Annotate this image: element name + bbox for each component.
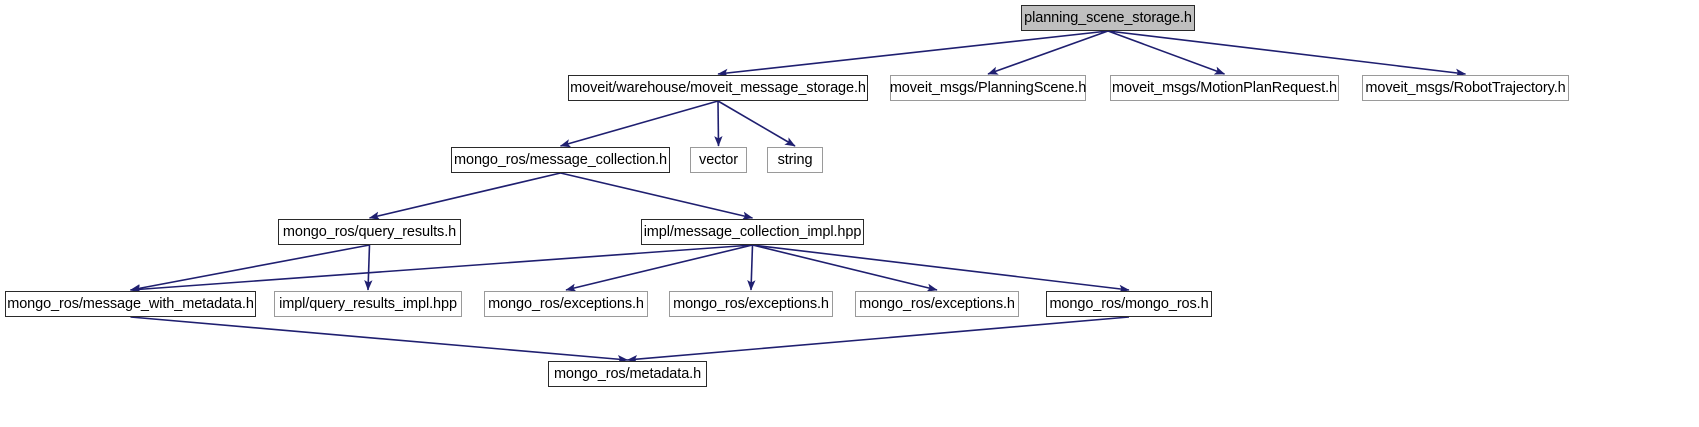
graph-node-label: impl/message_collection_impl.hpp [643, 223, 862, 240]
graph-edge-moveit_message_storage-to-vector [714, 100, 723, 147]
graph-node-label: mongo_ros/message_with_metadata.h [7, 295, 254, 312]
graph-node-message_collection_impl[interactable]: impl/message_collection_impl.hpp [641, 219, 864, 245]
graph-edge-query_results-to-message_with_metadata [129, 244, 370, 293]
graph-node-exceptions_2[interactable]: mongo_ros/exceptions.h [669, 291, 833, 317]
graph-node-label: mongo_ros/message_collection.h [454, 151, 668, 168]
graph-edge-planning_scene_storage-to-planning_scene_msg [987, 30, 1109, 75]
graph-edge-message_collection_impl-to-mongo_ros [752, 244, 1130, 293]
graph-node-label: impl/query_results_impl.hpp [279, 295, 457, 312]
graph-node-query_results[interactable]: mongo_ros/query_results.h [278, 219, 461, 245]
graph-edge-message_collection-to-query_results [368, 172, 561, 220]
graph-edge-moveit_message_storage-to-message_collection [559, 100, 719, 148]
graph-node-robot_trajectory_msg[interactable]: moveit_msgs/RobotTrajectory.h [1362, 75, 1569, 101]
graph-node-message_with_metadata[interactable]: mongo_ros/message_with_metadata.h [5, 291, 256, 317]
graph-edge-message_collection_impl-to-exceptions_2 [747, 244, 756, 291]
graph-node-label: moveit_msgs/RobotTrajectory.h [1365, 79, 1566, 96]
graph-edge-planning_scene_storage-to-motion_plan_request_msg [1107, 30, 1226, 75]
graph-node-exceptions_1[interactable]: mongo_ros/exceptions.h [484, 291, 648, 317]
graph-node-exceptions_3[interactable]: mongo_ros/exceptions.h [855, 291, 1019, 317]
graph-edge-message_collection_impl-to-exceptions_1 [565, 244, 753, 292]
graph-node-moveit_message_storage[interactable]: moveit/warehouse/moveit_message_storage.… [568, 75, 868, 101]
graph-node-string[interactable]: string [767, 147, 823, 173]
graph-edge-query_results-to-query_results_impl [364, 244, 373, 291]
graph-node-label: vector [699, 151, 738, 168]
graph-node-motion_plan_request_msg[interactable]: moveit_msgs/MotionPlanRequest.h [1110, 75, 1339, 101]
graph-node-label: moveit_msgs/PlanningScene.h [889, 79, 1087, 96]
graph-node-label: mongo_ros/query_results.h [282, 223, 457, 240]
graph-edge-message_with_metadata-to-metadata [130, 316, 629, 364]
graph-node-label: string [777, 151, 813, 168]
graph-node-label: planning_scene_storage.h [1024, 9, 1192, 26]
graph-node-query_results_impl[interactable]: impl/query_results_impl.hpp [274, 291, 462, 317]
graph-edge-message_collection-to-message_collection_impl [560, 172, 754, 220]
graph-node-label: mongo_ros/exceptions.h [488, 295, 644, 312]
graph-edge-message_collection_impl-to-message_with_metadata [129, 244, 753, 294]
graph-node-metadata[interactable]: mongo_ros/metadata.h [548, 361, 707, 387]
graph-edge-moveit_message_storage-to-string [717, 100, 796, 147]
graph-node-label: mongo_ros/exceptions.h [859, 295, 1015, 312]
graph-node-label: mongo_ros/exceptions.h [673, 295, 829, 312]
graph-edge-planning_scene_storage-to-robot_trajectory_msg [1107, 30, 1467, 77]
graph-node-planning_scene_msg[interactable]: moveit_msgs/PlanningScene.h [890, 75, 1086, 101]
graph-node-label: mongo_ros/metadata.h [553, 365, 702, 382]
graph-node-planning_scene_storage[interactable]: planning_scene_storage.h [1021, 5, 1195, 31]
graph-node-message_collection[interactable]: mongo_ros/message_collection.h [451, 147, 670, 173]
graph-node-label: mongo_ros/mongo_ros.h [1049, 295, 1209, 312]
graph-node-label: moveit_msgs/MotionPlanRequest.h [1112, 79, 1337, 96]
graph-node-vector[interactable]: vector [690, 147, 747, 173]
graph-edge-mongo_ros-to-metadata [626, 316, 1130, 364]
graph-edge-planning_scene_storage-to-moveit_message_storage [717, 30, 1109, 78]
graph-node-mongo_ros[interactable]: mongo_ros/mongo_ros.h [1046, 291, 1212, 317]
graph-node-label: moveit/warehouse/moveit_message_storage.… [570, 79, 866, 96]
graph-edge-message_collection_impl-to-exceptions_3 [752, 244, 938, 292]
